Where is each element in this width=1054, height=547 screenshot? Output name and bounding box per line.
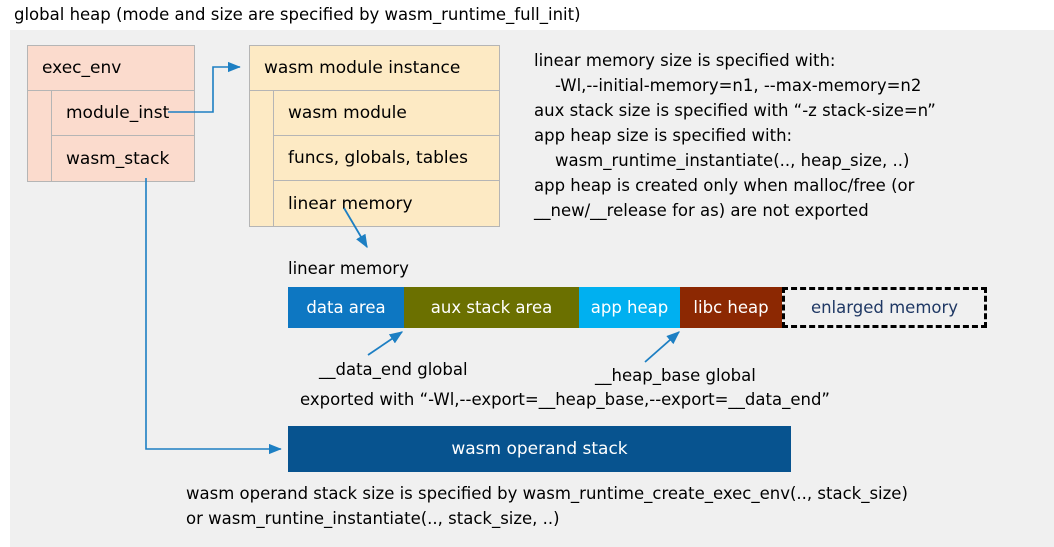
exec-env-gutter	[28, 91, 52, 181]
exec-env-header: exec_env	[28, 46, 194, 91]
exec-env-row-wasm-stack: wasm_stack	[52, 136, 194, 181]
operand-stack-caption: wasm operand stack size is specified by …	[186, 484, 908, 528]
module-instance-body: wasm module funcs, globals, tables linea…	[250, 91, 499, 226]
module-instance-row-linear-memory: linear memory	[274, 181, 499, 226]
annotation-data-end: __data_end global	[319, 360, 468, 379]
exec-env-box: exec_env module_inst wasm_stack	[27, 45, 195, 182]
exec-env-rows: module_inst wasm_stack	[52, 91, 194, 181]
wasm-operand-stack-box: wasm operand stack	[288, 426, 791, 472]
linear-memory-bar: data area aux stack area app heap libc h…	[288, 287, 987, 328]
annotation-heap-base: __heap_base global	[595, 366, 756, 385]
memory-segment-data-area: data area	[288, 287, 404, 328]
linear-memory-notes: linear memory size is specified with: -W…	[534, 51, 936, 220]
module-instance-rows: wasm module funcs, globals, tables linea…	[274, 91, 499, 226]
module-instance-gutter	[250, 91, 274, 226]
exec-env-row-module-inst: module_inst	[52, 91, 194, 136]
memory-segment-app-heap: app heap	[579, 287, 680, 328]
module-instance-header: wasm module instance	[250, 46, 499, 91]
module-instance-row-wasm-module: wasm module	[274, 91, 499, 136]
memory-segment-enlarged-memory: enlarged memory	[782, 287, 987, 328]
memory-segment-libc-heap: libc heap	[680, 287, 782, 328]
annotation-exported-with: exported with “-Wl,--export=__heap_base,…	[300, 390, 830, 409]
exec-env-body: module_inst wasm_stack	[28, 91, 194, 181]
page-title: global heap (mode and size are specified…	[14, 5, 581, 24]
module-instance-row-funcs-globals-tables: funcs, globals, tables	[274, 136, 499, 181]
memory-segment-aux-stack-area: aux stack area	[404, 287, 579, 328]
wasm-module-instance-box: wasm module instance wasm module funcs, …	[249, 45, 500, 227]
linear-memory-caption: linear memory	[288, 259, 409, 278]
